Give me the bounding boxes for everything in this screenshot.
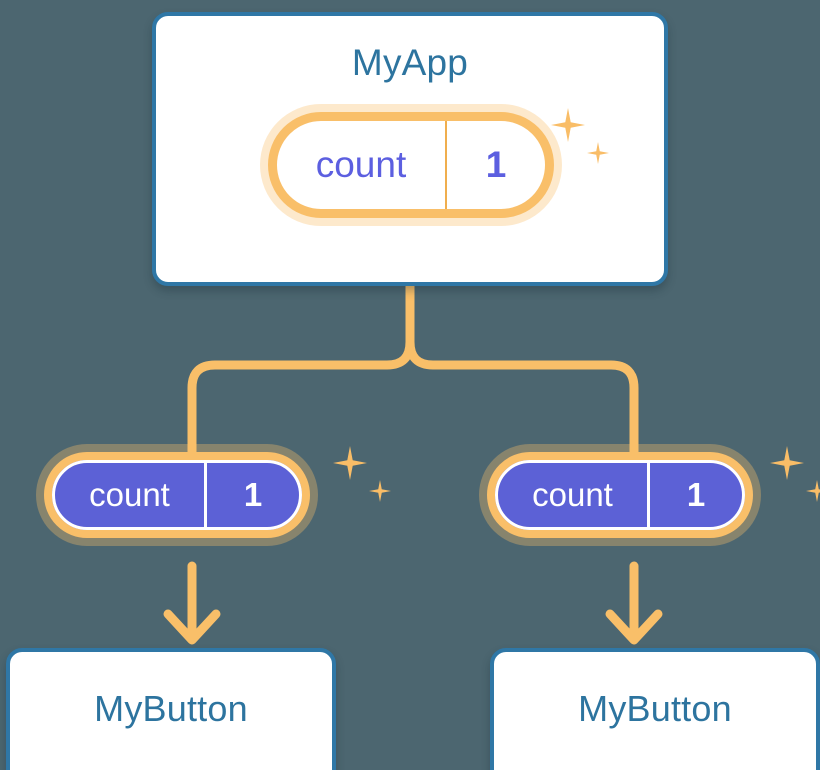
state-value-label: 1 — [686, 476, 706, 513]
sparkles-child-1 — [762, 444, 820, 514]
sparkle-icon-small — [369, 480, 391, 502]
component-name-myapp: MyApp — [351, 42, 469, 83]
state-key-label: count — [277, 121, 447, 209]
sparkle-icon-small — [806, 480, 820, 502]
component-name-mybutton: MyButton — [578, 688, 732, 729]
sparkles-myapp — [543, 106, 613, 176]
state-pill-child-0[interactable]: count 1 — [44, 452, 310, 538]
sparkles-child-0 — [325, 444, 395, 514]
state-pill-body: count 1 — [487, 452, 753, 538]
sparkle-icon-large — [551, 108, 585, 142]
component-card-mybutton-1[interactable]: MyButton — [490, 648, 820, 770]
wire-branch-right — [405, 337, 639, 475]
state-pill-child-1[interactable]: count 1 — [487, 452, 753, 538]
sparkle-icon-large — [333, 446, 367, 480]
component-name-mybutton: MyButton — [94, 688, 248, 729]
arrow-down-icon-right — [605, 609, 663, 645]
state-key-label: count — [498, 463, 650, 527]
state-pill-inner: count 1 — [495, 460, 745, 530]
sparkle-icon-small — [587, 142, 609, 164]
state-pill-inner: count 1 — [52, 460, 302, 530]
state-pill-myapp[interactable]: count 1 — [268, 112, 554, 218]
component-card-mybutton-0[interactable]: MyButton — [6, 648, 336, 770]
state-value-label: 1 — [485, 144, 507, 185]
state-key-label: count — [55, 463, 207, 527]
arrow-down-icon-left — [163, 609, 221, 645]
sparkle-icon-large — [770, 446, 804, 480]
state-pill-body: count 1 — [268, 112, 554, 218]
state-pill-body: count 1 — [44, 452, 310, 538]
state-value-label: 1 — [243, 476, 263, 513]
